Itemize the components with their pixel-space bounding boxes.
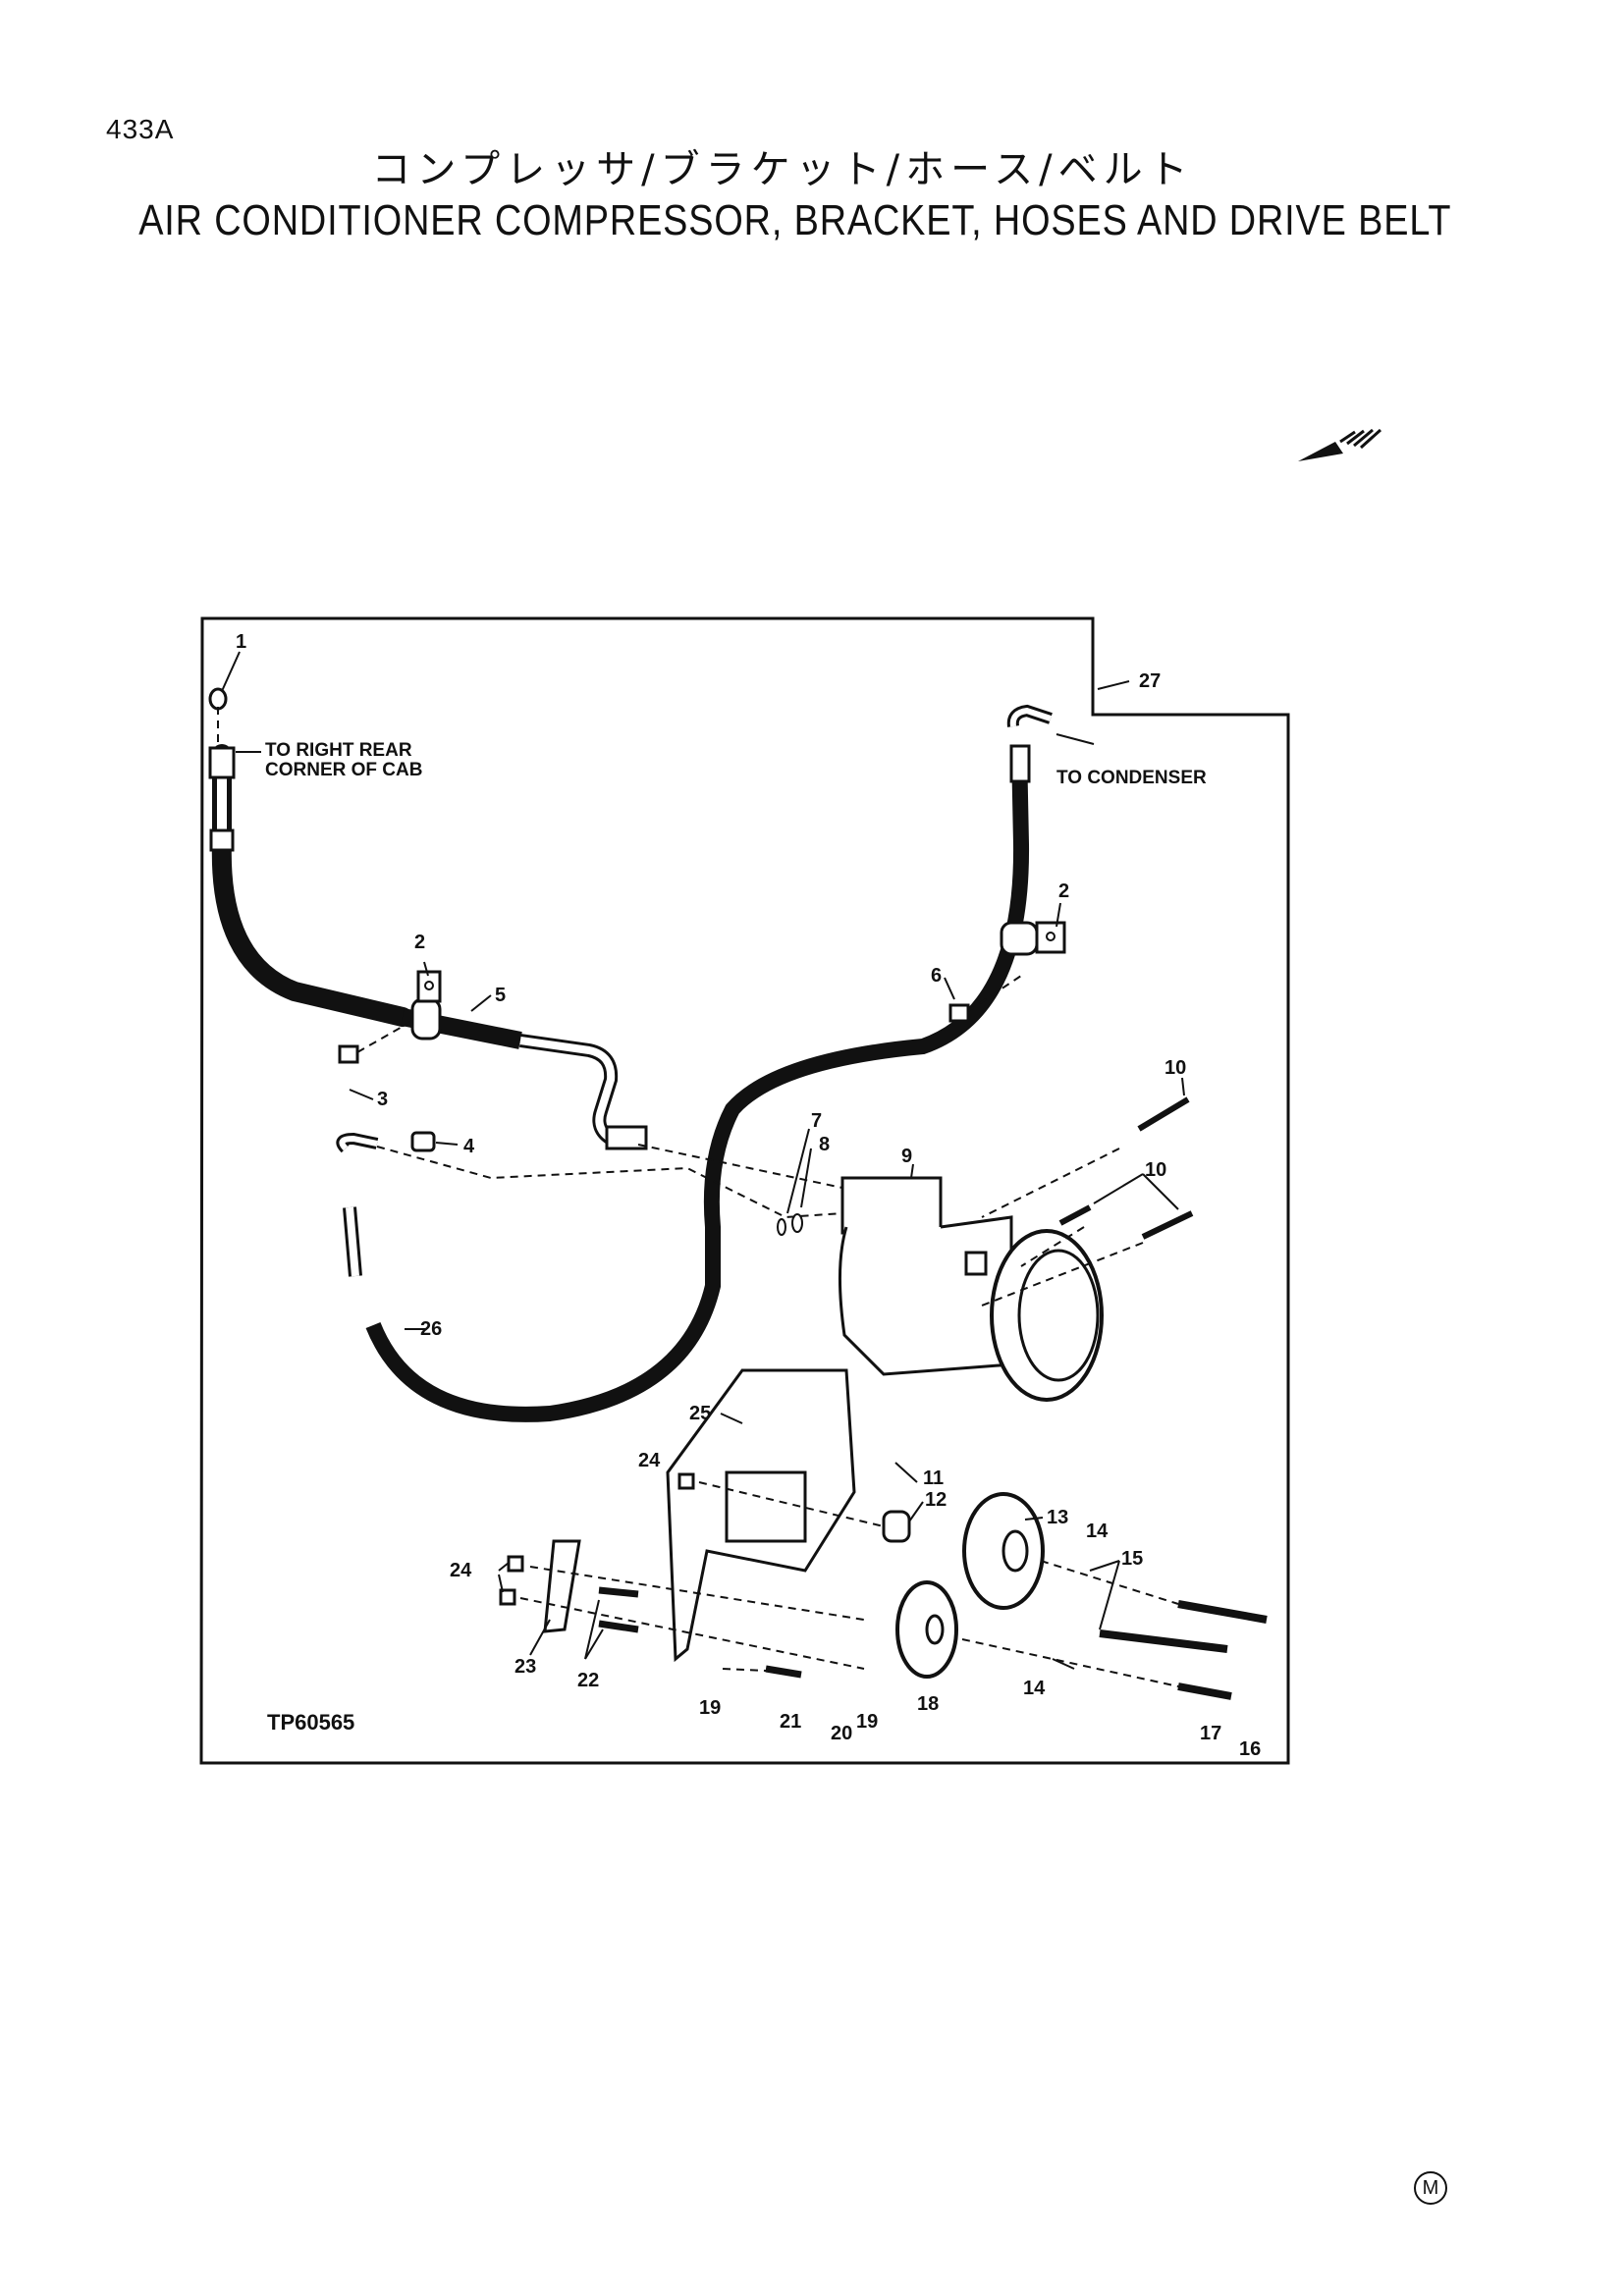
callout-8: 8 [819,1134,830,1155]
bolts-10 [1058,1096,1194,1240]
o-ring-7-8 [777,1213,803,1236]
circled-m-mark: M [1414,2171,1447,2205]
callout-17: 17 [1200,1723,1221,1744]
callout-25: 25 [689,1403,711,1424]
callout-2-right: 2 [1058,881,1069,902]
note-to-condenser: TO CONDENSER [1056,768,1207,788]
callout-1: 1 [236,631,246,653]
page-title-japanese: コンプレッサ/ブラケット/ホース/ベルト [371,147,1194,192]
clamp-2-left [410,970,442,1041]
callout-7: 7 [811,1110,822,1132]
o-ring-1 [208,687,228,711]
callout-16: 16 [1239,1738,1261,1760]
bolts-15-16-17 [1099,1600,1268,1700]
callout-6: 6 [931,965,942,987]
callout-11: 11 [923,1468,944,1489]
assembly-lines [217,707,1179,1687]
spacer-12 [882,1510,911,1543]
hose-assembly-26 [336,1132,379,1277]
callout-10-mid: 10 [1145,1159,1166,1181]
callout-14-top: 14 [1086,1521,1109,1542]
callout-13: 13 [1047,1507,1068,1528]
figure-frame [199,616,1290,1765]
figure-code: TP60565 [267,1710,354,1735]
note-to-right-rear-1: TO RIGHT REAR [265,740,412,761]
callout-23: 23 [514,1656,536,1678]
bolts-22 [598,1586,639,1633]
nuts-24 [499,1472,695,1606]
callout-24-left: 24 [450,1560,472,1581]
nut-4 [410,1131,436,1152]
bracket-25 [666,1368,856,1663]
callout-24-top: 24 [638,1450,661,1471]
direction-arrow-icon [1298,428,1382,461]
note-to-right-rear-2: CORNER OF CAB [265,760,422,780]
callout-15: 15 [1121,1548,1143,1570]
pulley-18 [895,1580,958,1679]
callout-18: 18 [917,1693,939,1715]
callout-22: 22 [577,1670,599,1691]
callout-12: 12 [925,1489,947,1511]
hose-assembly-5 [208,744,648,1150]
callout-5: 5 [495,985,506,1006]
page-title-english: AIR CONDITIONER COMPRESSOR, BRACKET, HOS… [138,196,1452,244]
pulley-13 [962,1492,1045,1610]
callout-21: 21 [780,1711,801,1733]
callout-2-left: 2 [414,932,425,953]
link-23 [543,1539,581,1633]
callout-9: 9 [901,1146,912,1167]
callout-14-bottom: 14 [1023,1678,1046,1699]
callout-20: 20 [831,1723,852,1744]
callout-3: 3 [377,1089,388,1110]
compressor-9 [838,1176,1104,1402]
nut-6 [948,1003,970,1023]
callout-27: 27 [1139,670,1161,692]
page-code: 433A [106,114,175,144]
clamp-2-right [1000,921,1066,956]
cap-screw-3 [338,1044,359,1064]
callout-19-left: 19 [699,1697,721,1719]
leader-lines [221,651,1185,1670]
callout-10-top: 10 [1164,1057,1186,1079]
callout-26: 26 [420,1318,442,1340]
bolt-21 [765,1665,802,1679]
callout-19-right: 19 [856,1711,878,1733]
callout-4: 4 [463,1136,475,1157]
